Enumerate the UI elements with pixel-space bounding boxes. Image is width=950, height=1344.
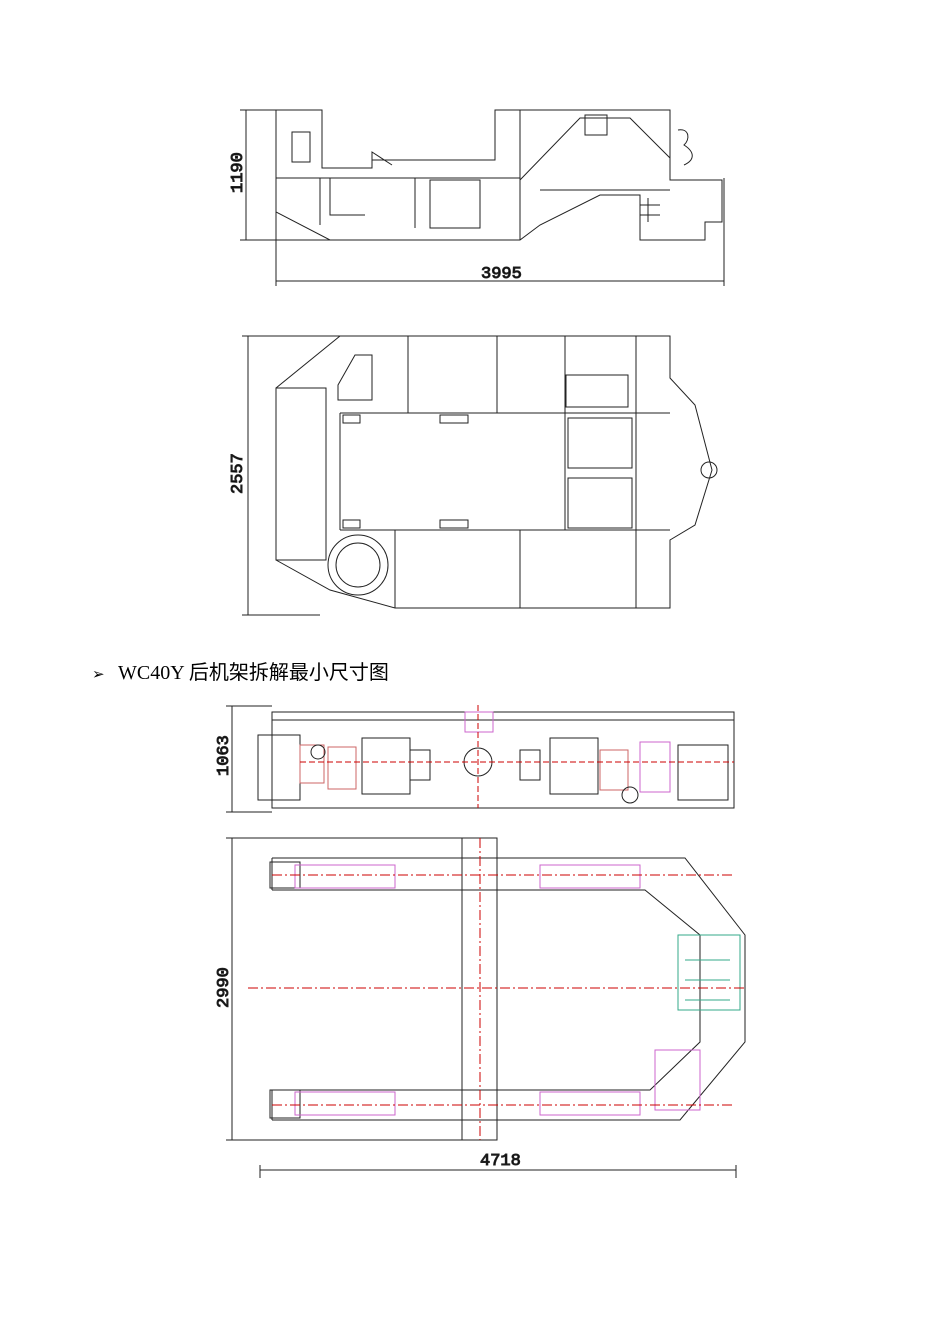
rear-frame-drawing: 1063 2990 4718 [215, 705, 746, 1178]
front-top-width-dim: 2557 [229, 453, 248, 494]
bullet-icon: ➢ [92, 667, 105, 683]
front-frame-drawing: 1190 3995 2557 [229, 109, 725, 616]
front-side-height-dim: 1190 [229, 152, 248, 193]
rear-frame-top-view [226, 837, 746, 1178]
front-side-length-dim: 3995 [481, 265, 522, 284]
rear-frame-side-view [226, 705, 735, 813]
front-frame-top-view [242, 335, 718, 616]
rear-top-width-dim: 2990 [215, 967, 234, 1008]
section-caption: ➢ WC40Y 后机架拆解最小尺寸图 [92, 656, 389, 685]
front-frame-side-view [240, 109, 725, 286]
rear-side-height-dim: 1063 [215, 735, 234, 776]
caption-text: WC40Y 后机架拆解最小尺寸图 [118, 662, 389, 684]
rear-length-dim: 4718 [480, 1152, 521, 1171]
